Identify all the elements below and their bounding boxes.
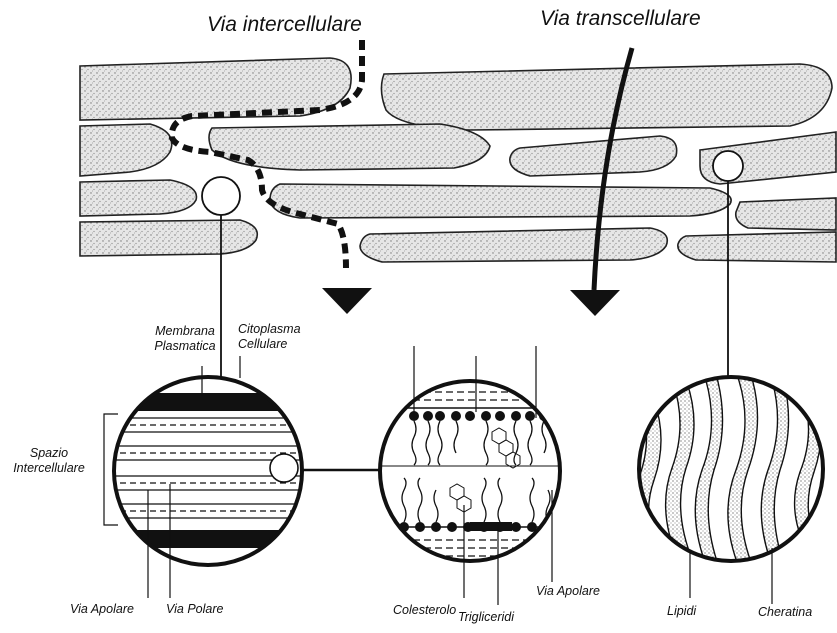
cell-cytoplasm-label: Citoplasma Cellulare	[238, 322, 301, 352]
corneocyte-zoom-circle	[633, 372, 823, 570]
apolar-route-left-label: Via Apolare	[70, 602, 134, 617]
corneocyte	[678, 232, 836, 262]
transcellular-route-label: Via transcellulare	[540, 7, 701, 31]
lipids-label: Lipidi	[667, 604, 696, 619]
intercellular-route-arrowhead	[322, 288, 372, 314]
corneocyte	[381, 64, 832, 130]
intercellular-space-label: Spazio Intercellulare	[4, 446, 94, 476]
zoom-origin-left	[202, 177, 240, 215]
corneocyte	[270, 184, 731, 218]
cholesterol-label: Colesterolo	[393, 603, 456, 618]
apolar-route-center-label: Via Apolare	[536, 584, 600, 599]
plasma-membrane-label: Membrana Plasmatica	[140, 324, 230, 354]
corneocyte	[80, 180, 196, 216]
keratin-label: Cheratina	[758, 605, 812, 620]
lipid-bilayer-zoom-circle	[380, 381, 560, 561]
intercellular-route-label: Via intercellulare	[207, 13, 362, 37]
zoom-origin-right	[713, 151, 743, 181]
corneocyte	[736, 198, 836, 230]
corneocyte	[80, 124, 172, 176]
transcellular-route-arrowhead	[570, 290, 620, 316]
corneocyte	[510, 136, 677, 176]
intercellular-zoom-circle	[100, 377, 320, 565]
corneocyte	[80, 220, 257, 256]
polar-route-label: Via Polare	[166, 602, 223, 617]
triglycerides-label: Trigliceridi	[458, 610, 514, 625]
corneocyte	[360, 228, 667, 262]
lipid-droplet	[270, 454, 298, 482]
